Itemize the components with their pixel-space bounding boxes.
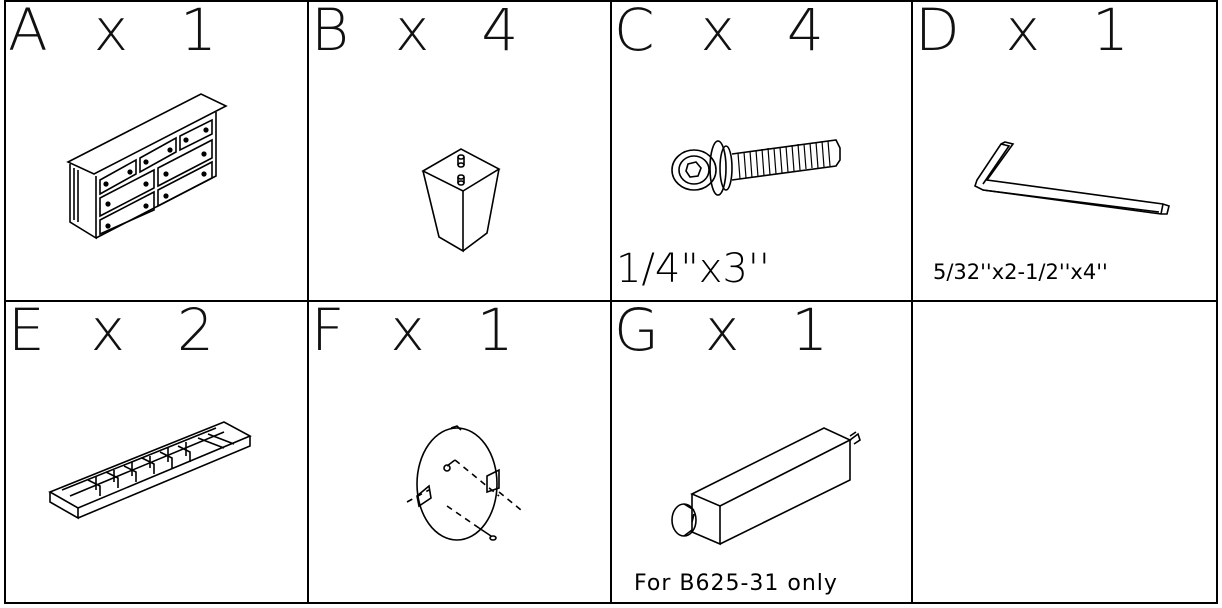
part-times: x <box>1005 2 1040 64</box>
part-letter: G <box>614 302 659 364</box>
allen-wrench-icon <box>969 140 1171 220</box>
hex-bolt-icon <box>668 134 843 202</box>
tapered-leg-icon <box>421 147 501 257</box>
wrench-size-note: 5/32''x2-1/2''x4'' <box>933 260 1108 284</box>
part-qty: 1 <box>180 2 217 64</box>
wire-anchor-kit-icon <box>407 420 527 552</box>
part-letter: F <box>311 302 345 364</box>
part-qty: 1 <box>1092 2 1129 64</box>
part-times: x <box>93 2 129 64</box>
part-letter: A <box>8 2 48 64</box>
drawer-runner-icon <box>48 420 254 520</box>
part-letter: E <box>8 302 45 364</box>
part-qty: 1 <box>476 302 514 364</box>
bolt-size-note: 1/4"x3'' <box>616 246 770 292</box>
part-letter: C <box>614 2 655 64</box>
model-note: For B625-31 only <box>634 571 838 596</box>
part-times: x <box>90 302 125 364</box>
part-times: x <box>700 2 735 64</box>
part-qty: 4 <box>786 2 824 64</box>
part-letter: B <box>311 2 349 64</box>
part-times: x <box>390 302 425 364</box>
part-qty: 2 <box>176 302 214 364</box>
part-qty: 4 <box>481 2 519 64</box>
empty-cell <box>913 302 1216 602</box>
leveler-bar-icon <box>670 422 860 552</box>
part-letter: D <box>915 2 960 64</box>
part-qty: 1 <box>791 302 829 364</box>
part-times: x <box>394 2 430 64</box>
dresser-icon <box>66 92 236 252</box>
part-times: x <box>704 302 740 364</box>
